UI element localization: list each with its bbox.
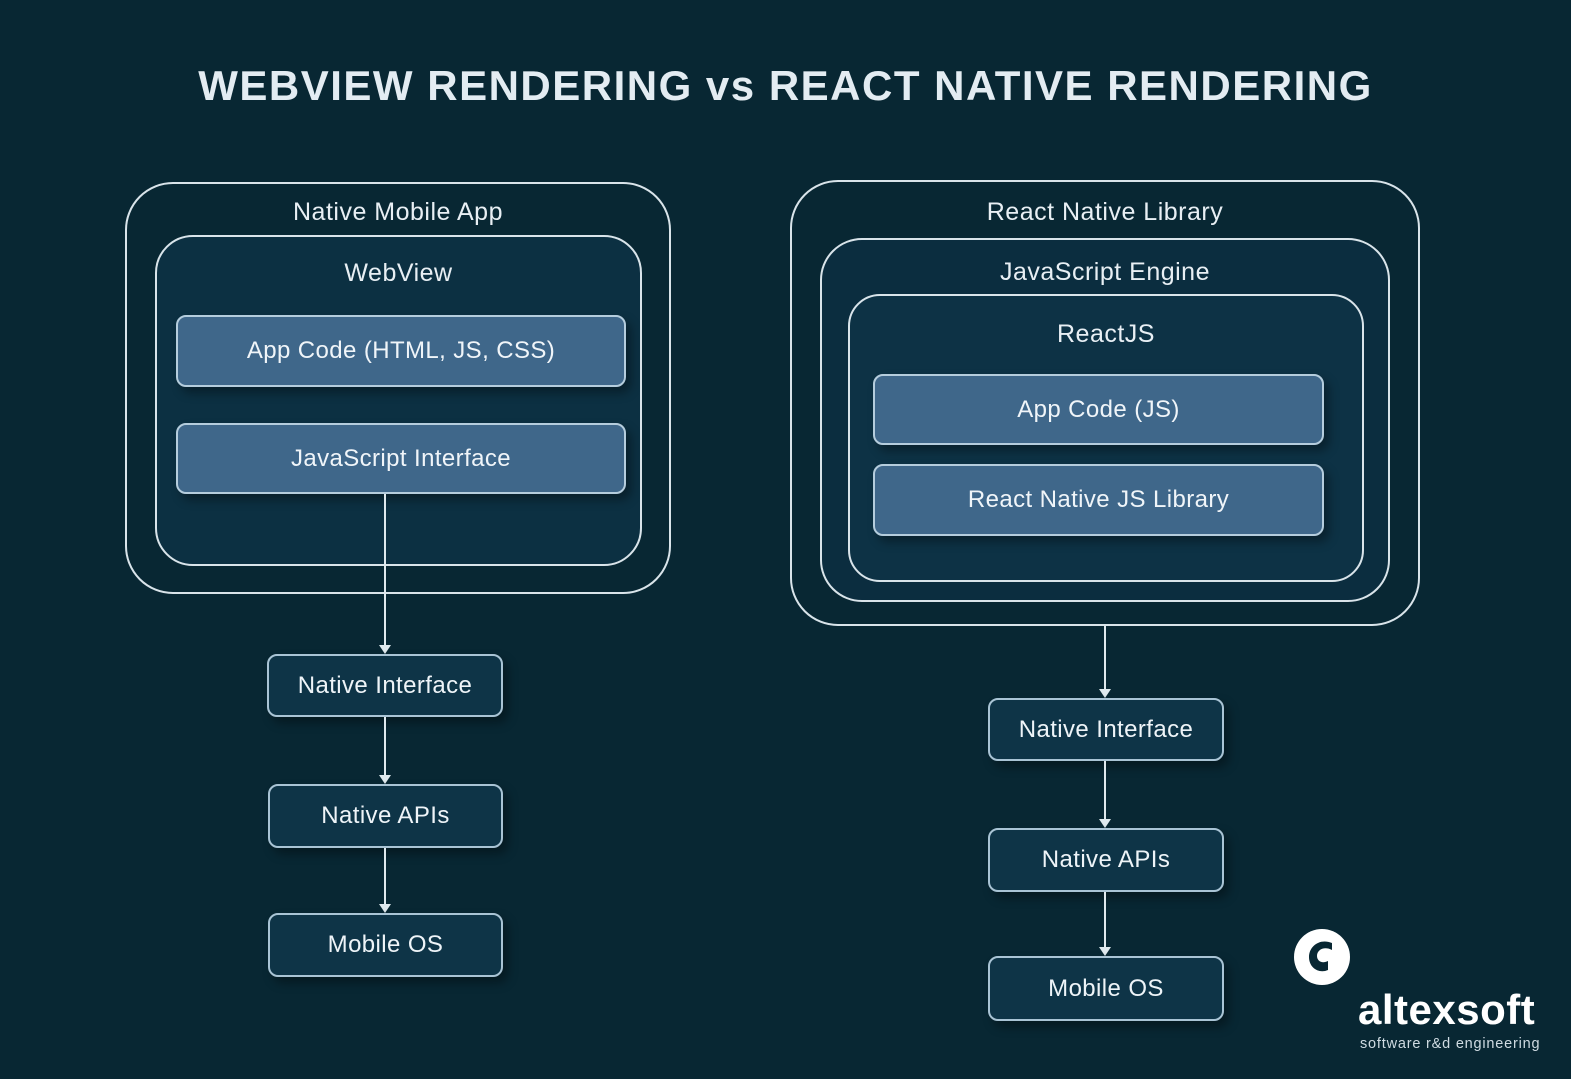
react-native-js-library-label: React Native JS Library [967, 486, 1230, 513]
javascript-engine-label: JavaScript Engine [999, 258, 1210, 286]
altexsoft-wordmark: altexsoft [1358, 986, 1536, 1033]
native-mobile-app-label: Native Mobile App [292, 198, 503, 226]
app-code-html-js-css-box: App Code (HTML, JS, CSS) [176, 315, 626, 387]
mobile-os-label-right: Mobile OS [1048, 974, 1164, 1002]
flow-arrow-right-3 [1099, 892, 1111, 956]
mobile-os-box-right: Mobile OS [988, 956, 1224, 1021]
native-apis-box-left: Native APIs [268, 784, 503, 848]
app-code-js-label: App Code (JS) [1017, 395, 1180, 423]
mobile-os-box-left: Mobile OS [268, 913, 503, 977]
reactjs-label: ReactJS [1057, 320, 1155, 348]
flow-arrow-right-2 [1099, 761, 1111, 828]
native-interface-box-right: Native Interface [988, 698, 1224, 761]
javascript-interface-label: JavaScript Interface [290, 444, 512, 472]
native-mobile-app-container: Native Mobile App [125, 182, 671, 594]
flow-arrow-left-1 [379, 494, 391, 654]
altexsoft-tagline: software r&d engineering [1360, 1036, 1541, 1052]
native-interface-box-left: Native Interface [267, 654, 503, 717]
native-apis-label-left: Native APIs [321, 802, 450, 829]
native-apis-label-right: Native APIs [1041, 846, 1171, 873]
native-apis-box-right: Native APIs [988, 828, 1224, 892]
webview-container: WebView [155, 235, 642, 566]
react-native-js-library-box: React Native JS Library [873, 464, 1324, 536]
app-code-html-js-css-label: App Code (HTML, JS, CSS) [246, 337, 556, 364]
native-interface-label-right: Native Interface [1018, 715, 1194, 743]
react-native-library-container: React Native Library [790, 180, 1420, 626]
flow-arrow-left-3 [379, 848, 391, 913]
app-code-js-box: App Code (JS) [873, 374, 1324, 445]
javascript-interface-box: JavaScript Interface [176, 423, 626, 494]
native-interface-label-left: Native Interface [297, 671, 473, 699]
react-native-library-label: React Native Library [986, 198, 1224, 226]
flow-arrow-right-1 [1099, 626, 1111, 698]
webview-label: WebView [344, 259, 453, 287]
mobile-os-label-left: Mobile OS [327, 931, 444, 958]
flow-arrow-left-2 [379, 717, 391, 784]
altexsoft-logo-icon [1294, 929, 1350, 985]
diagram-title: WEBVIEW RENDERING vs REACT NATIVE RENDER… [198, 62, 1373, 109]
